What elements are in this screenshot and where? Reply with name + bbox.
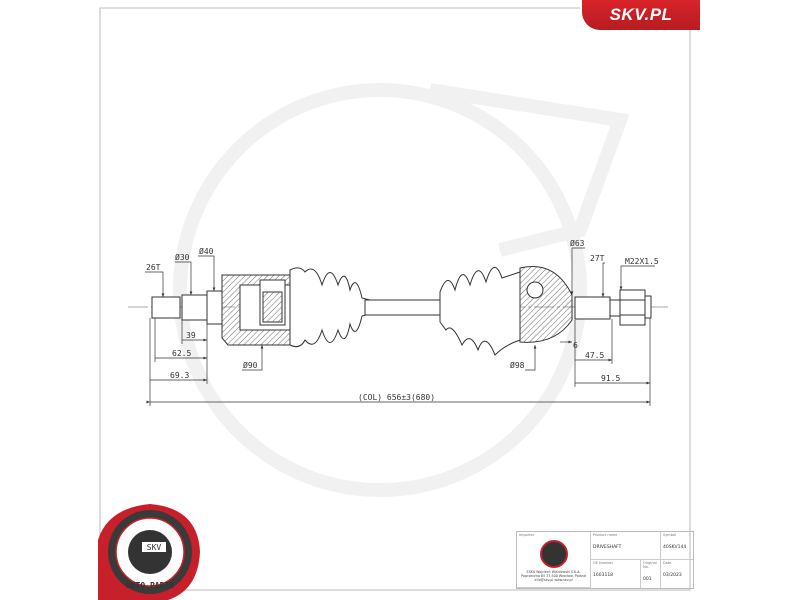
title-block: Importer ESKA Wojciech Wiśniewski S.K.A.… bbox=[516, 531, 694, 589]
date-cell: Date 03/2023 bbox=[661, 560, 693, 588]
importer-line-2: Poprzeczna 65 37-500 Wrocław, Poland bbox=[521, 574, 586, 578]
date-value: 03/2023 bbox=[663, 573, 682, 578]
cv-ball bbox=[526, 281, 544, 299]
importer-label: Importer bbox=[519, 533, 535, 537]
label-dia-30: Ø30 bbox=[175, 252, 190, 262]
importer-line-3: info@skv.pl www.skv.pl bbox=[534, 578, 573, 582]
importer-logo bbox=[539, 540, 568, 568]
label-dia-63: Ø63 bbox=[570, 238, 585, 248]
label-91-5: 91.5 bbox=[601, 374, 620, 383]
left-boot bbox=[289, 267, 371, 348]
dimension-labels: 26T Ø30 Ø40 Ø90 39 62.5 69.3 (COL) 656±3… bbox=[146, 238, 659, 402]
product-name: DRIVESHAFT bbox=[593, 545, 622, 550]
logo-center-text: SKV bbox=[147, 543, 162, 552]
site-label: SKV.PL bbox=[609, 5, 673, 24]
right-boot bbox=[439, 267, 521, 356]
driveshaft bbox=[151, 266, 652, 356]
importer-line-1: ESKA Wojciech Wiśniewski S.K.A. bbox=[526, 570, 581, 574]
symbol-value: 40SKV144 bbox=[663, 545, 687, 550]
left-spline bbox=[151, 296, 181, 319]
left-seat-40 bbox=[206, 290, 223, 325]
label-overall-length: (COL) 656±3(680) bbox=[358, 393, 435, 402]
nut bbox=[619, 289, 646, 326]
label-dia-40: Ø40 bbox=[199, 246, 214, 256]
logo-bottom-text: AUTO PARTS bbox=[126, 581, 174, 590]
label-dia-90: Ø90 bbox=[243, 360, 258, 370]
oe-number: 1603118 bbox=[593, 573, 614, 578]
skv-pl-badge: SKV.PL bbox=[582, 0, 700, 30]
outer-housing bbox=[519, 266, 573, 343]
label-26t: 26T bbox=[146, 263, 161, 272]
product-name-label: Product name bbox=[593, 533, 618, 537]
skv-auto-parts-logo: SKV AUTO PARTS bbox=[98, 504, 200, 600]
label-69-3: 69.3 bbox=[170, 371, 189, 380]
product-name-cell: Product name DRIVESHAFT bbox=[591, 532, 661, 560]
date-label: Date bbox=[663, 561, 672, 565]
shaft bbox=[364, 299, 446, 316]
label-39: 39 bbox=[186, 331, 196, 340]
label-dia-98: Ø98 bbox=[510, 360, 525, 370]
symbol-cell: Symbol 40SKV144 bbox=[661, 532, 693, 560]
original-no-cell: Original No. 001 bbox=[641, 560, 661, 588]
label-6: 6 bbox=[573, 341, 578, 350]
dimension-lines bbox=[145, 247, 655, 406]
label-thread: M22X1.5 bbox=[625, 257, 659, 266]
original-no: 001 bbox=[643, 577, 652, 582]
left-seat-30 bbox=[181, 294, 208, 321]
oe-label: OE Number bbox=[593, 561, 614, 565]
importer-cell: Importer ESKA Wojciech Wiśniewski S.K.A.… bbox=[517, 532, 591, 588]
label-27t: 27T bbox=[590, 254, 605, 263]
label-47-5: 47.5 bbox=[585, 351, 604, 360]
symbol-label: Symbol bbox=[663, 533, 677, 537]
right-spline bbox=[574, 296, 611, 320]
oe-number-cell: OE Number 1603118 bbox=[591, 560, 641, 588]
watermark-logo bbox=[173, 83, 630, 497]
original-label: Original No. bbox=[643, 561, 657, 569]
label-62-5: 62.5 bbox=[172, 349, 191, 358]
